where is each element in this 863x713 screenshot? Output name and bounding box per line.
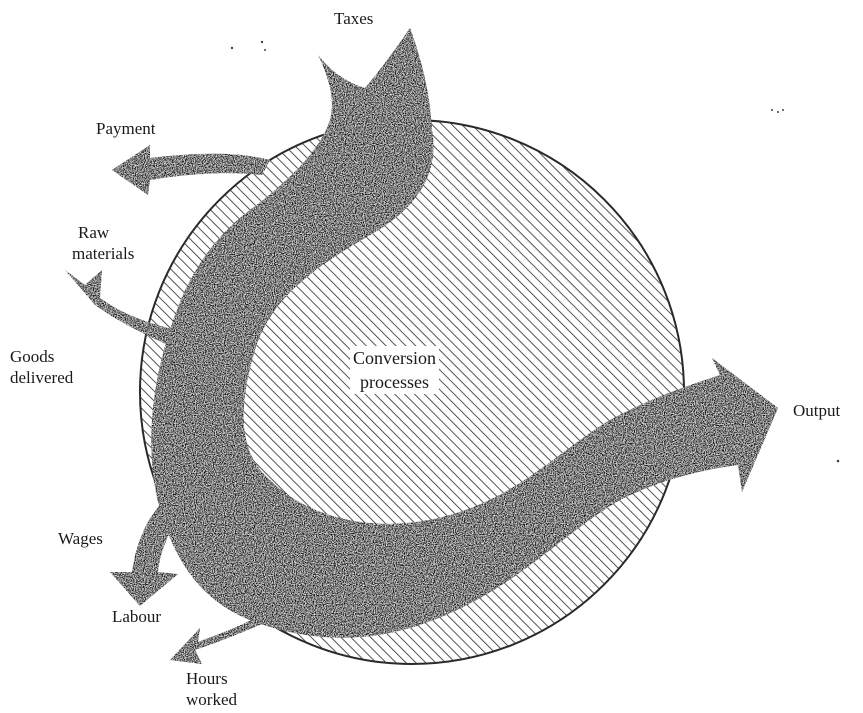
payment-label: Payment — [96, 118, 156, 139]
wages-label: Wages — [58, 528, 103, 549]
output-label: Output — [793, 400, 840, 421]
labour-label: Labour — [112, 606, 161, 627]
raw-materials-label: Raw materials — [78, 222, 134, 264]
conversion-processes-label: Conversion processes — [350, 346, 439, 394]
goods-delivered-label: Goods delivered — [10, 346, 73, 388]
hours-worked-label: Hours worked — [186, 668, 237, 710]
taxes-label: Taxes — [334, 8, 373, 29]
labour-arrow — [110, 505, 182, 606]
